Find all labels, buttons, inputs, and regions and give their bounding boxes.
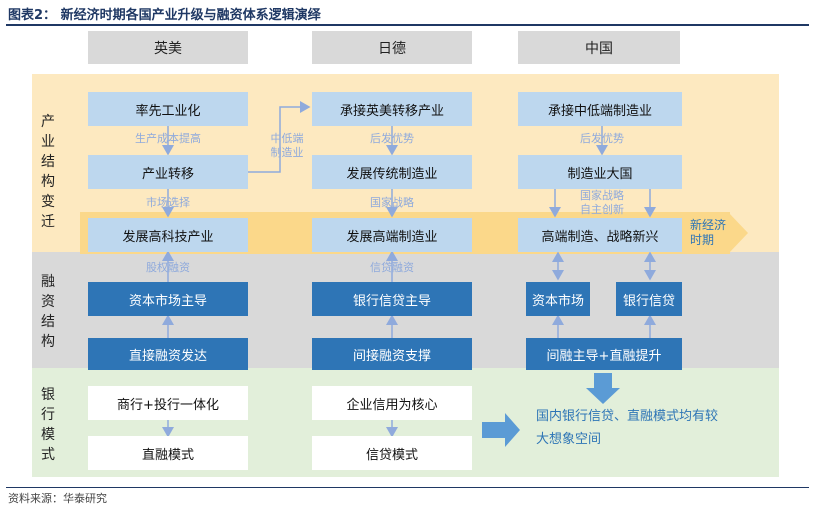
source-note: 资料来源：华泰研究 (8, 492, 107, 505)
new-economy-label: 新经济时期 (690, 218, 727, 247)
label-jd-strategy: 国家战略 (370, 196, 414, 209)
jd-box-indirect-finance: 间接融资支撑 (312, 338, 472, 370)
label-uk-market: 市场选择 (146, 196, 190, 209)
cn-box-low-end: 承接中低端制造业 (518, 92, 682, 126)
cn-box-indirect-plus-direct: 间融主导+直融提升 (526, 338, 682, 370)
column-header-jp-de: 日德 (312, 31, 472, 64)
title-rule (6, 24, 809, 26)
conclusion-text: 国内银行信贷、直融模式均有较大想象空间 (536, 409, 719, 447)
uk-box-capital-market: 资本市场主导 (88, 282, 248, 316)
label-jd-late: 后发优势 (370, 132, 414, 145)
label-uk-cost: 生产成本提高 (135, 132, 201, 145)
jd-box-credit-model: 信贷模式 (312, 436, 472, 470)
label-transfer: 中低端制造业 (270, 132, 304, 159)
row-label-banking: 银行模式 (41, 387, 55, 463)
figure-title: 图表2： 新经济时期各国产业升级与融资体系逻辑演绎 (8, 8, 321, 23)
label-jd-credit: 信贷融资 (370, 261, 414, 274)
jd-box-traditional: 发展传统制造业 (312, 155, 472, 189)
big-arrow-down (586, 373, 620, 404)
uk-box-direct-model: 直融模式 (88, 436, 248, 470)
label-cn-innovation: 自主创新 (580, 203, 624, 216)
new-economy-arrow-tip (728, 212, 748, 254)
row-label-finance: 融资结构 (41, 274, 55, 350)
uk-box-direct-finance: 直接融资发达 (88, 338, 248, 370)
jd-box-high-end: 发展高端制造业 (312, 218, 472, 252)
label-uk-equity: 股权融资 (146, 261, 190, 274)
uk-box-transfer: 产业转移 (88, 155, 248, 189)
uk-box-industrialization: 率先工业化 (88, 92, 248, 126)
cn-box-high-end-strategic: 高端制造、战略新兴 (518, 218, 682, 252)
column-header-cn: 中国 (518, 31, 680, 64)
label-cn-strategy: 国家战略 (580, 189, 624, 202)
jd-box-enterprise-credit: 企业信用为核心 (312, 386, 472, 420)
uk-box-universal-bank: 商行+投行一体化 (88, 386, 248, 420)
cn-box-manufacturing-power: 制造业大国 (518, 155, 682, 189)
cn-box-bank-credit: 银行信贷 (616, 282, 682, 316)
row-label-industry: 产业结构变迁 (41, 114, 55, 230)
footer-rule (6, 487, 809, 488)
uk-box-hightech: 发展高科技产业 (88, 218, 248, 252)
column-header-uk-us: 英美 (88, 31, 248, 64)
arrow-transfer (248, 101, 311, 173)
cn-box-capital-market: 资本市场 (526, 282, 590, 316)
jd-box-bank-credit: 银行信贷主导 (312, 282, 472, 316)
big-arrow-right (482, 413, 520, 447)
jd-box-take-over: 承接英美转移产业 (312, 92, 472, 126)
label-cn-late: 后发优势 (580, 132, 624, 145)
